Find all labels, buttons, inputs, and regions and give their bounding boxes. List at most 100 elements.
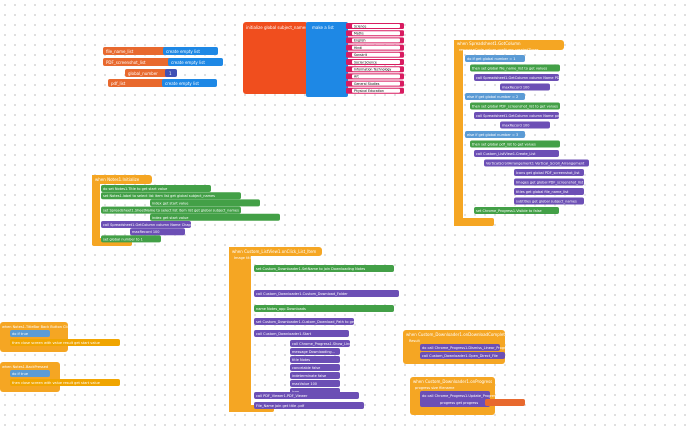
spreadsheet-row-shape[interactable] xyxy=(514,169,584,176)
spreadsheet-row: subtitles get global subject_names xyxy=(516,200,577,204)
spreadsheet-row: else if get global number = 3 xyxy=(467,133,518,137)
subject-item-field[interactable] xyxy=(352,88,400,93)
listview-row-shape[interactable] xyxy=(254,265,394,272)
listview-row-shape[interactable] xyxy=(290,348,340,355)
global-subject-names-block[interactable]: initialize global subject_names as make … xyxy=(243,22,404,97)
init-row-shape[interactable] xyxy=(150,199,260,207)
spreadsheet-row: VerticalScrollArrangement1 Vertical_Scro… xyxy=(486,162,585,166)
back-pressed-event[interactable]: when Notes1.BackPressed do if true then … xyxy=(0,362,120,392)
event-params: responseCode values rowNums createdTimes xyxy=(459,48,539,52)
global-init-file-name-list[interactable]: file_name_list create empty list xyxy=(103,47,218,55)
download-complete-event[interactable]: when Custom_Downloader1.onDownloadComple… xyxy=(403,330,511,364)
global-init-pdf-screenshot-list[interactable]: PDF_screenshot_list create empty list xyxy=(103,58,223,66)
listview-row-shape[interactable] xyxy=(290,364,340,371)
if-true: do if true xyxy=(12,372,28,376)
listview-row-shape[interactable] xyxy=(254,330,349,337)
event-header: when Notes1.Initialize xyxy=(95,177,140,182)
listview-row: indeterminate false xyxy=(292,374,326,378)
subject-item-field[interactable] xyxy=(352,60,400,64)
init-row: call Spreadsheet1.GetColumn column Name … xyxy=(103,223,198,227)
listview-row-shape[interactable] xyxy=(290,380,340,387)
spreadsheet-row-shape[interactable] xyxy=(500,83,550,91)
listview-row-shape[interactable] xyxy=(254,290,399,297)
spreadsheet-row-shape[interactable] xyxy=(514,188,584,195)
spreadsheet-row-shape[interactable] xyxy=(474,207,559,214)
spreadsheet-row: maxRecord 100 xyxy=(502,124,530,128)
spreadsheet-row-shape[interactable] xyxy=(474,150,559,157)
spreadsheet-row-shape[interactable] xyxy=(465,93,525,100)
subject-item-field[interactable] xyxy=(352,67,400,72)
listview-row: call PDF_Viewer1.PDF_Viewer xyxy=(256,394,308,398)
spreadsheet-row-shape[interactable] xyxy=(474,112,559,119)
listview-row: message Downloading... xyxy=(292,350,335,354)
spreadsheet-row-shape[interactable] xyxy=(465,131,525,138)
init-row-shape[interactable] xyxy=(101,221,191,228)
spreadsheet-row-shape[interactable] xyxy=(474,74,559,81)
listview-row: File_Name join get title .pdf xyxy=(256,404,305,408)
global-init-number[interactable]: global_number 1 xyxy=(125,69,177,77)
init-rows: do set Notes1.Title to get start valuese… xyxy=(101,185,280,243)
subject-item: English xyxy=(354,39,366,43)
dismiss-progress-call: do call Chrome_Progress1.Dismiss_Linear_… xyxy=(422,346,511,350)
spreadsheet-row: call Custom_ListView1.Create_List xyxy=(476,152,536,156)
listview-row: title Notes xyxy=(292,358,310,362)
init-row: do set Notes1.Title to get start value xyxy=(103,187,167,191)
subject-item-field[interactable] xyxy=(352,38,400,43)
spreadsheet-row-shape[interactable] xyxy=(484,159,589,167)
listview-click-event[interactable]: when Custom_ListView1.onClick_List_Item … xyxy=(229,247,399,412)
listview-row: name Notes_app Downloads xyxy=(256,307,306,311)
spreadsheet-row-shape[interactable] xyxy=(470,102,560,110)
event-header: when Custom_Downloader1.onDownloadComple… xyxy=(406,332,508,337)
spreadsheet-row-shape[interactable] xyxy=(500,121,550,129)
init-row-shape[interactable] xyxy=(101,185,211,192)
event-param: Result xyxy=(409,339,420,343)
subject-item-field[interactable] xyxy=(352,52,400,57)
init-row-shape[interactable] xyxy=(101,235,161,243)
spreadsheet-row-shape[interactable] xyxy=(465,55,525,62)
titlebar-back-event[interactable]: when Notes1.TitleBar Back Button Clicked… xyxy=(0,322,120,352)
subject-item-field[interactable] xyxy=(352,24,400,28)
spreadsheet-row-shape[interactable] xyxy=(514,178,584,186)
listview-row-shape[interactable] xyxy=(290,356,340,363)
close-screen: then close screen with value result get … xyxy=(12,381,100,385)
subject-item: Information Technology xyxy=(354,68,391,72)
init-row-shape[interactable] xyxy=(130,228,185,236)
subject-item: Sanskrit xyxy=(354,53,368,57)
global-init-label: PDF_screenshot_list xyxy=(106,60,146,65)
spreadsheet-row-shape[interactable] xyxy=(470,64,560,72)
subject-item-field[interactable] xyxy=(352,81,400,86)
number-value: 1 xyxy=(169,71,172,76)
spreadsheet-row: call Spreadsheet1.GetColumn column Name … xyxy=(476,114,570,118)
spreadsheet-row: set Chrome_Progress1.Visible to false xyxy=(476,209,542,213)
make-list-label: make a list xyxy=(312,25,334,30)
event-header: when Notes1.BackPressed xyxy=(2,365,48,369)
listview-row-shape[interactable] xyxy=(254,305,394,312)
init-row-shape[interactable] xyxy=(101,192,241,200)
listview-row-shape[interactable] xyxy=(254,318,354,325)
listview-row-shape[interactable] xyxy=(290,340,350,347)
progress-arg: progress get progress xyxy=(440,401,478,405)
global-init-label: global_number xyxy=(128,71,158,76)
event-header: when Notes1.TitleBar Back Button Clicked xyxy=(2,325,76,329)
subject-names-header: initialize global subject_names as xyxy=(246,25,313,30)
listview-row: call Chrome_Progress1.Show_Linear_Progre… xyxy=(292,342,372,346)
listview-row-shape[interactable] xyxy=(254,392,359,399)
event-params: progress size filename xyxy=(415,386,454,390)
spreadsheet-row-shape[interactable] xyxy=(514,197,584,205)
global-init-pdf-list[interactable]: pdf_list create empty list xyxy=(108,79,217,87)
download-progress-event[interactable]: when Custom_Downloader1.onProgress progr… xyxy=(410,377,525,415)
screen-initialize-event[interactable]: when Notes1.Initialize do set Notes1.Tit… xyxy=(92,175,280,246)
subject-item-field[interactable] xyxy=(352,31,400,36)
subject-item-field[interactable] xyxy=(352,74,400,79)
listview-row-shape[interactable] xyxy=(290,372,340,379)
init-row-shape[interactable] xyxy=(101,206,241,214)
listview-row-shape[interactable] xyxy=(254,402,364,409)
spreadsheet-row: Images get global PDF_screenshot_list xyxy=(516,181,584,185)
init-row-shape[interactable] xyxy=(150,213,280,221)
subject-item-field[interactable] xyxy=(352,45,400,50)
spreadsheet-got-column-event[interactable]: when Spreadsheet1.GotColumn responseCode… xyxy=(454,40,589,226)
spreadsheet-row-shape[interactable] xyxy=(470,140,560,148)
create-empty-list: create empty list xyxy=(165,81,199,86)
